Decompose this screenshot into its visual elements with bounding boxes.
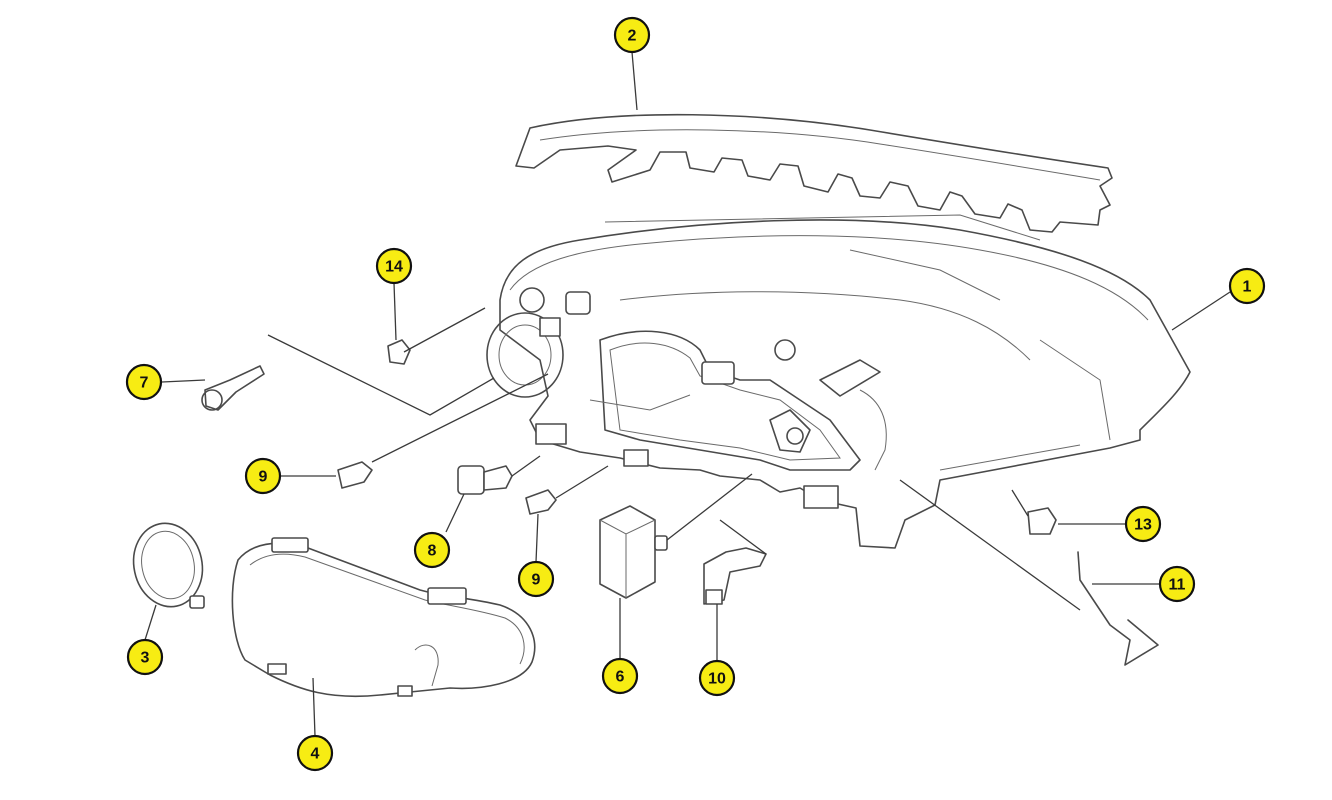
part-control-module [599,505,668,599]
svg-text:9: 9 [259,469,268,486]
svg-text:6: 6 [616,669,625,686]
callout-9a: 9 [244,457,282,495]
callout-2: 2 [613,16,651,54]
part-lens-cover [231,537,536,698]
svg-text:4: 4 [311,746,320,763]
svg-text:13: 13 [1134,517,1152,534]
callout-3: 3 [126,638,164,676]
svg-text:14: 14 [385,259,403,276]
part-bulb-h7 [703,547,767,605]
callout-4: 4 [296,734,334,772]
part-small-bulb-b [525,489,557,515]
callout-6: 6 [601,657,639,695]
callout-11: 11 [1158,565,1196,603]
part-bezel-ring [132,522,205,609]
svg-text:7: 7 [140,375,149,392]
svg-text:9: 9 [532,572,541,589]
part-wire [1077,551,1159,666]
callout-14: 14 [375,247,413,285]
svg-text:2: 2 [628,28,637,45]
part-headlamp-housing [486,214,1191,549]
svg-text:11: 11 [1169,577,1186,594]
leader-lines [144,51,1231,737]
part-clip-13 [1027,507,1057,535]
svg-text:10: 10 [708,671,726,688]
callout-10: 10 [698,659,736,697]
callout-7: 7 [125,363,163,401]
svg-text:8: 8 [428,543,437,560]
part-adjuster-bolt [201,365,265,411]
callout-13: 13 [1124,505,1162,543]
part-trim-strip [515,113,1113,233]
callout-9b: 9 [517,560,555,598]
part-clip-14 [387,339,411,365]
callout-1: 1 [1228,267,1266,305]
callout-8: 8 [413,531,451,569]
part-small-bulb-a [337,461,373,489]
svg-text:3: 3 [141,650,150,667]
part-bulb-socket [457,465,513,495]
svg-text:1: 1 [1243,279,1252,296]
